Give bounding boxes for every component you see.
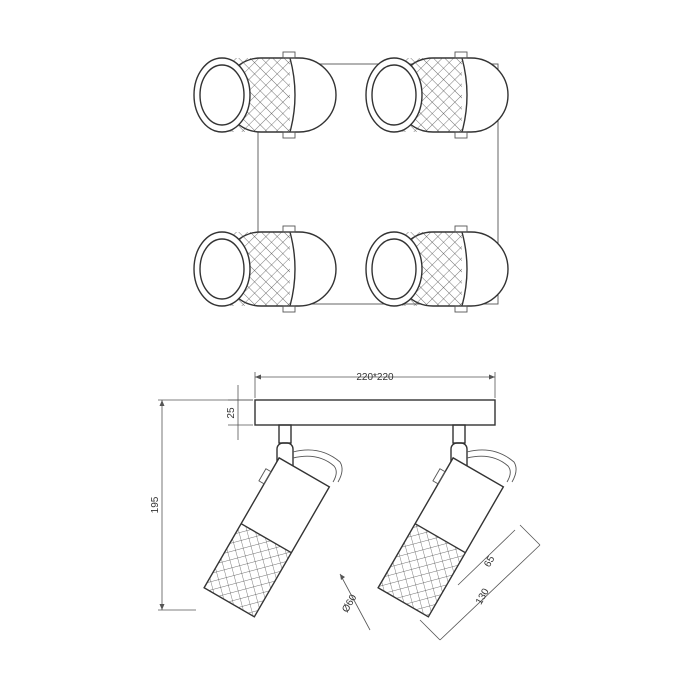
dim-height: 195	[150, 399, 253, 611]
spotlight-side-right	[377, 424, 517, 618]
spotlight-top-right	[365, 51, 509, 139]
dim-plate-thickness: 25	[226, 385, 253, 440]
side-view: 220*220 25 195 Ø60 65	[150, 372, 541, 641]
dim-diameter: Ø60	[339, 573, 371, 631]
dim-mesh-length: 65	[457, 529, 516, 586]
spotlight-bottom-right	[365, 225, 509, 313]
dim-thickness-label: 25	[226, 407, 237, 419]
dim-plate-width: 220*220	[254, 372, 496, 398]
dim-mesh-label: 65	[482, 554, 497, 570]
mounting-plate-side	[254, 399, 496, 426]
top-view	[193, 51, 509, 313]
dim-shade-label: 130	[474, 586, 492, 606]
spotlight-side-left	[203, 424, 343, 618]
spotlight-bottom-left	[193, 225, 337, 313]
spotlight-top-left	[193, 51, 337, 139]
dim-height-label: 195	[150, 496, 161, 513]
dim-diameter-label: Ø60	[340, 592, 359, 614]
dim-plate-label: 220*220	[356, 372, 394, 383]
